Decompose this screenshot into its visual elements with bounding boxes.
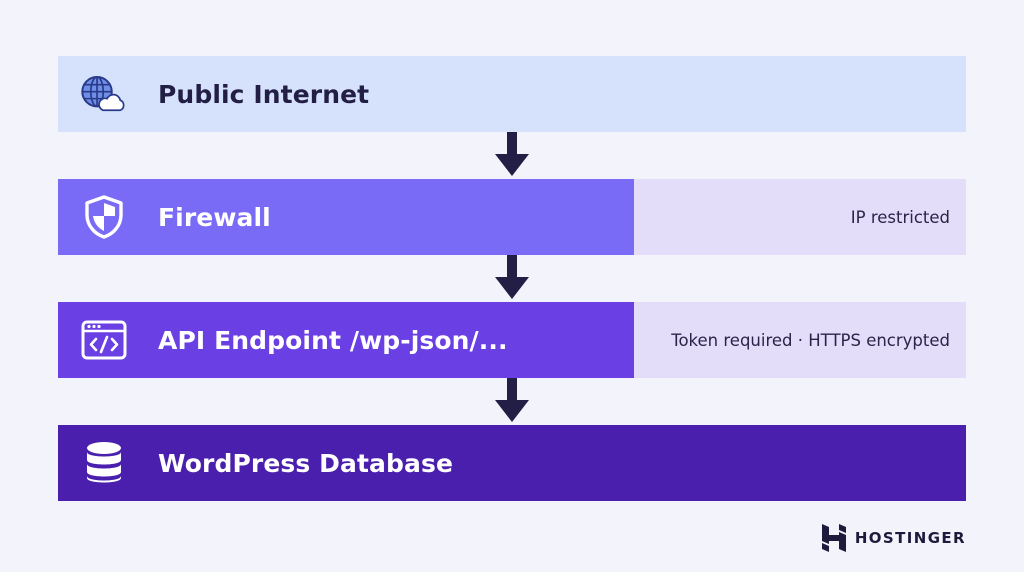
- layer-main: Firewall: [58, 179, 634, 255]
- layer-label: Firewall: [158, 202, 271, 232]
- layer-note: IP restricted: [634, 179, 966, 255]
- layer-label: WordPress Database: [158, 448, 454, 478]
- layer-note: Token required · HTTPS encrypted: [634, 302, 966, 378]
- database-icon: [80, 439, 128, 487]
- layer-main: API Endpoint /wp-json/...: [58, 302, 634, 378]
- brand-name: HOSTINGER: [854, 529, 966, 547]
- down-arrow-icon: [495, 378, 529, 422]
- shield-icon: [80, 193, 128, 241]
- layer-api-endpoint: API Endpoint /wp-json/... Token required…: [58, 302, 966, 378]
- layer-label: Public Internet: [158, 79, 370, 109]
- layer-public-internet: Public Internet: [58, 56, 966, 132]
- brand-logo: HOSTINGER: [821, 524, 966, 552]
- layer-label: API Endpoint /wp-json/...: [158, 325, 508, 355]
- layer-main: Public Internet: [58, 56, 966, 132]
- layer-firewall: Firewall IP restricted: [58, 179, 966, 255]
- down-arrow-icon: [495, 132, 529, 176]
- down-arrow-icon: [495, 255, 529, 299]
- globe-cloud-icon: [80, 70, 128, 118]
- layer-wordpress-database: WordPress Database: [58, 425, 966, 501]
- code-window-icon: [80, 316, 128, 364]
- layer-main: WordPress Database: [58, 425, 966, 501]
- hostinger-logo-icon: [821, 524, 846, 552]
